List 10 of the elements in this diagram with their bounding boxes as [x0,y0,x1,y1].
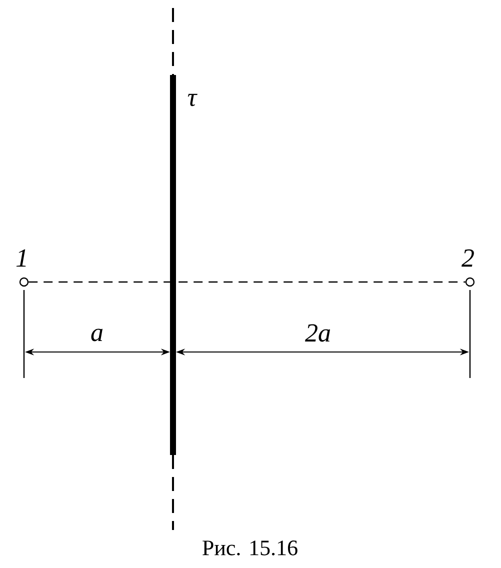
dimension-label: a [91,328,103,342]
point-label: 2 [462,249,474,267]
point-label: τ [188,94,198,106]
charged-thread [170,8,176,530]
point-marker [465,277,475,287]
dashed-line [28,281,466,283]
point-marker [19,277,29,287]
dimension-label: 2a [305,324,330,342]
point-label: 1 [16,249,26,267]
caption: Рис. 15.16 [202,540,298,556]
